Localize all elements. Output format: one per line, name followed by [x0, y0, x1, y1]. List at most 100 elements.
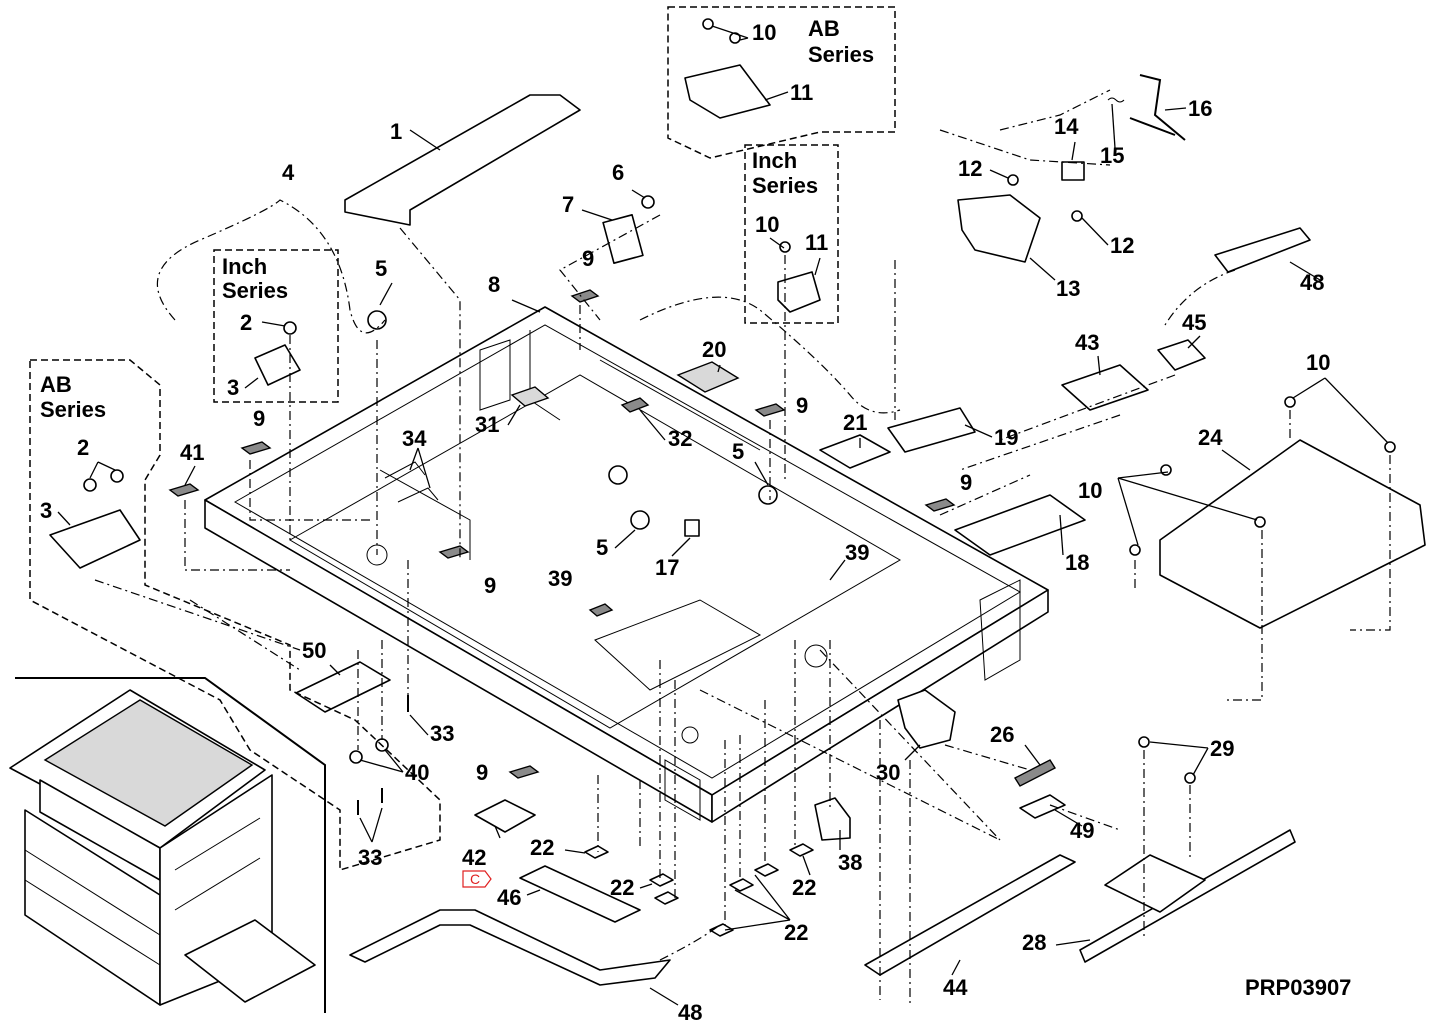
callout-20: 20: [702, 337, 726, 362]
part-17-part: [684, 519, 700, 537]
callout-9: 9: [253, 406, 265, 431]
callout-1: 1: [390, 119, 402, 144]
part-39-pad: [588, 603, 614, 617]
part-50-sheet: [295, 661, 391, 713]
part-18-sheet: [954, 494, 1086, 556]
callout-2: 2: [77, 435, 89, 460]
part-45-block: [1157, 339, 1206, 371]
flow-arrow-right: [1164, 269, 1236, 326]
callout-42: 42: [462, 845, 486, 870]
part-30-part: [897, 689, 956, 749]
callout-10: 10: [755, 212, 779, 237]
callout-40: 40: [405, 760, 429, 785]
callout-22: 22: [792, 875, 816, 900]
harness-path: [639, 296, 901, 414]
callout-38: 38: [838, 850, 862, 875]
callout-13: 13: [1056, 276, 1080, 301]
callout-11: 11: [790, 80, 813, 105]
series-box-ab-top: [667, 6, 896, 159]
part-34-part: [384, 461, 439, 503]
callout-18: 18: [1065, 550, 1089, 575]
callout-43: 43: [1075, 330, 1099, 355]
part-28-plate: [1079, 829, 1296, 963]
part-15-spring: [1107, 97, 1125, 103]
callout-33: 33: [358, 845, 382, 870]
part-48-cable-right: [1214, 227, 1311, 273]
part-44-strip: [864, 854, 1076, 976]
callout-33: 33: [430, 721, 454, 746]
callout-2: 2: [240, 310, 252, 335]
callout-48: 48: [678, 1000, 702, 1025]
callout-39: 39: [845, 540, 869, 565]
part-4-harness: [156, 199, 386, 334]
part-49-part: [1019, 794, 1066, 819]
reference-mark-text: C: [470, 871, 480, 887]
callout-34: 34: [402, 426, 427, 451]
part-12-screw-1: [1007, 174, 1019, 186]
callout-21: 21: [843, 410, 867, 435]
reference-mark-c: C: [462, 870, 492, 888]
part-40-washer-1: [349, 750, 363, 764]
diagram-code: PRP03907: [1245, 975, 1351, 1000]
part-22-pads: [584, 843, 814, 937]
part-42-sheet: [474, 799, 536, 833]
part-14-sensor: [1061, 161, 1085, 181]
callout-19: 19: [994, 425, 1018, 450]
part-5-holder-a: [367, 310, 387, 330]
callout-12: 12: [1110, 233, 1134, 258]
part-38-part: [814, 797, 851, 841]
callout-45: 45: [1182, 310, 1206, 335]
callout-28: 28: [1022, 930, 1046, 955]
part-5-holder-d: [608, 465, 628, 485]
callout-leaders: [57, 25, 1389, 1006]
callout-9: 9: [476, 760, 488, 785]
callout-48: 48: [1300, 270, 1324, 295]
callout-46: 46: [497, 885, 521, 910]
part-31-part: [510, 386, 550, 407]
part-21-label: [819, 434, 891, 469]
callout-22: 22: [530, 835, 554, 860]
part-20-label: [676, 361, 740, 393]
part-5-holder-b: [630, 510, 650, 530]
part-13-bracket: [957, 194, 1041, 263]
callout-11: 11: [805, 230, 828, 255]
part-11-switch-ab: [684, 64, 771, 119]
callout-3: 3: [40, 498, 52, 523]
callout-32: 32: [668, 426, 692, 451]
part-7-board: [602, 214, 644, 264]
series-box-inch-left: [213, 249, 339, 403]
part-29-screw-2: [1184, 772, 1196, 784]
flow-arrow-bottom: [659, 924, 721, 961]
main-frame-chassis: [204, 306, 1049, 823]
callout-9: 9: [582, 246, 594, 271]
callout-44: 44: [943, 975, 968, 1000]
callout-29: 29: [1210, 736, 1234, 761]
callout-4: 4: [282, 160, 295, 185]
callout-7: 7: [562, 192, 574, 217]
part-3-switch-inch: [254, 344, 301, 386]
callout-3: 3: [227, 375, 239, 400]
series-box-inch-mid: [744, 144, 839, 324]
part-6-screw: [641, 195, 655, 209]
callout-10: 10: [1306, 350, 1330, 375]
part-19-holder: [887, 407, 976, 453]
part-2-screw-ab-1: [83, 478, 97, 492]
callout-5: 5: [375, 256, 387, 281]
part-48-cable-bottom: [349, 909, 671, 986]
callout-6: 6: [612, 160, 624, 185]
part-26-part: [1014, 759, 1056, 787]
callouts: 1 2 2 3 3 4 5 5 5 6 7 8 9 9 9 9 9 9 10 1…: [40, 20, 1330, 1025]
callout-16: 16: [1188, 96, 1212, 121]
callout-12: 12: [958, 156, 982, 181]
callout-10: 10: [752, 20, 776, 45]
callout-15: 15: [1100, 143, 1124, 168]
callout-10: 10: [1078, 478, 1102, 503]
callout-22: 22: [784, 920, 808, 945]
callout-49: 49: [1070, 818, 1094, 843]
callout-9: 9: [484, 573, 496, 598]
callout-22: 22: [610, 875, 634, 900]
